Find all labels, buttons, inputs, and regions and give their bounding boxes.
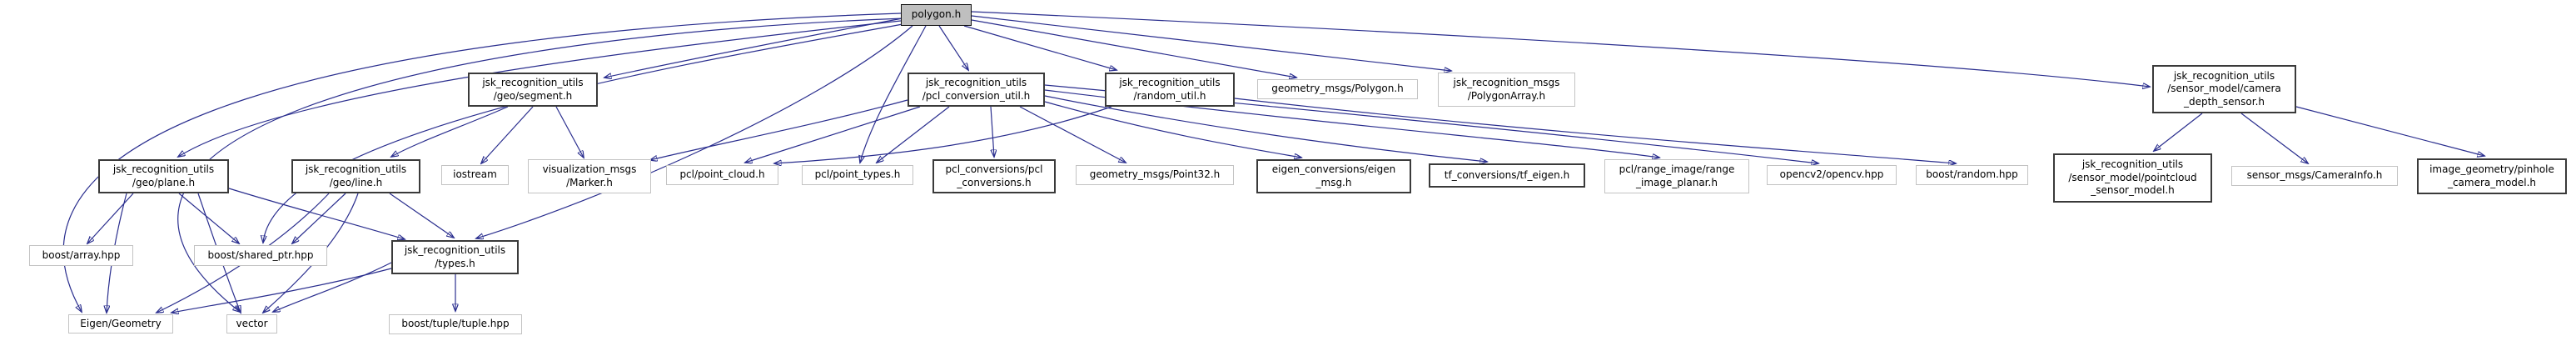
- edge-pcl-conversion-util-eigen-msg: [1044, 101, 1301, 158]
- edge-polygon-shared-ptr: [263, 23, 908, 243]
- node-label: jsk_recognition_utils /random_util.h: [1119, 77, 1221, 102]
- node-polygon-h: polygon.h: [901, 4, 972, 26]
- node-label: jsk_recognition_utils /sensor_model/poin…: [2068, 158, 2197, 197]
- edge-polygon-polygon-msg: [971, 19, 1296, 78]
- node-polygonarray-h: jsk_recognition_msgs /PolygonArray.h: [1438, 73, 1575, 107]
- node-label: geometry_msgs/Point32.h: [1089, 168, 1221, 181]
- edge-random-util-point-cloud: [774, 106, 1112, 163]
- edge-types-eigen-geometry: [172, 268, 392, 313]
- node-pcl-point-types-h: pcl/point_types.h: [802, 165, 913, 185]
- node-pinhole-camera-model-h[interactable]: image_geometry/pinhole _camera_model.h: [2417, 158, 2567, 194]
- node-label: jsk_recognition_msgs /PolygonArray.h: [1453, 77, 1560, 102]
- edge-pcl-conversion-util-point-cloud: [745, 106, 921, 163]
- node-boost-array-hpp: boost/array.hpp: [29, 245, 133, 266]
- node-geometry-msgs-polygon-h: geometry_msgs/Polygon.h: [1257, 79, 1418, 99]
- node-geometry-msgs-point32-h: geometry_msgs/Point32.h: [1076, 165, 1234, 185]
- node-label: tf_conversions/tf_eigen.h: [1444, 168, 1570, 181]
- edge-pcl-conversion-util-marker: [650, 99, 908, 160]
- node-camera-depth-sensor-h[interactable]: jsk_recognition_utils /sensor_model/came…: [2152, 65, 2296, 113]
- node-label: jsk_recognition_utils /pcl_conversion_ut…: [922, 77, 1031, 102]
- node-boost-tuple-hpp: boost/tuple/tuple.hpp: [389, 314, 522, 334]
- node-geo-line-h[interactable]: jsk_recognition_utils /geo/line.h: [291, 159, 420, 193]
- edge-types-vector: [273, 262, 392, 312]
- node-label: polygon.h: [911, 8, 962, 21]
- node-label: jsk_recognition_utils /types.h: [404, 244, 506, 269]
- node-vector: vector: [226, 314, 277, 333]
- node-label: pcl/point_types.h: [814, 168, 901, 181]
- edge-segment-iostream: [481, 106, 534, 163]
- node-pcl-conversions-h[interactable]: pcl_conversions/pcl _conversions.h: [932, 159, 1056, 193]
- node-label: iostream: [453, 168, 497, 181]
- node-random-util-h[interactable]: jsk_recognition_utils /random_util.h: [1105, 73, 1235, 107]
- node-tf-conversions-tf-eigen-h[interactable]: tf_conversions/tf_eigen.h: [1429, 163, 1585, 188]
- edge-polygon-pcl-conversion-util: [938, 25, 968, 70]
- edge-polygon-vector: [177, 18, 905, 312]
- edge-segment-line: [391, 106, 509, 157]
- edge-pcl-conversion-util-point32: [1019, 106, 1126, 163]
- edge-polygon-random-util: [963, 25, 1116, 70]
- edge-line-shared-ptr: [292, 193, 346, 243]
- edge-random-util-random-hpp: [1234, 98, 1956, 163]
- edge-polygon-types: [476, 25, 913, 238]
- node-label: pcl/point_cloud.h: [679, 168, 765, 181]
- node-label: boost/random.hpp: [1926, 168, 2018, 181]
- node-iostream: iostream: [441, 165, 509, 185]
- edge-line-types: [389, 193, 454, 238]
- node-types-h[interactable]: jsk_recognition_utils /types.h: [391, 240, 519, 274]
- node-label: sensor_msgs/CameraInfo.h: [2246, 169, 2383, 182]
- node-label: visualization_msgs /Marker.h: [542, 163, 637, 188]
- node-pcl-range-image-planar-h: pcl/range_image/range _image_planar.h: [1604, 159, 1749, 193]
- node-boost-random-hpp: boost/random.hpp: [1916, 165, 2028, 185]
- node-label: jsk_recognition_utils /geo/line.h: [305, 163, 407, 188]
- node-visualization-msgs-marker-h: visualization_msgs /Marker.h: [528, 159, 651, 193]
- node-label: boost/shared_ptr.hpp: [207, 248, 314, 261]
- node-label: jsk_recognition_utils /geo/segment.h: [482, 77, 584, 102]
- node-label: jsk_recognition_utils /sensor_model/came…: [2167, 69, 2281, 108]
- node-label: geometry_msgs/Polygon.h: [1271, 83, 1404, 95]
- edge-plane-shared-ptr: [178, 193, 239, 243]
- node-pcl-point-cloud-h: pcl/point_cloud.h: [666, 165, 778, 185]
- node-label: pcl_conversions/pcl _conversions.h: [945, 163, 1043, 188]
- node-eigen-geometry: Eigen/Geometry: [68, 314, 173, 333]
- node-sensor-msgs-camerainfo-h: sensor_msgs/CameraInfo.h: [2231, 166, 2398, 186]
- node-label: Eigen/Geometry: [80, 317, 162, 329]
- node-geo-plane-h[interactable]: jsk_recognition_utils /geo/plane.h: [98, 159, 229, 193]
- node-label: boost/tuple/tuple.hpp: [401, 318, 510, 330]
- edge-polygon-eigen-geometry: [62, 13, 902, 312]
- edge-camera-depth-pointcloud-sensor: [2154, 113, 2203, 151]
- node-label: eigen_conversions/eigen _msg.h: [1271, 163, 1396, 188]
- edge-camera-depth-pinhole: [2295, 106, 2484, 156]
- node-opencv2-opencv-hpp: opencv2/opencv.hpp: [1767, 165, 1897, 185]
- edge-polygon-polygonarray-msg: [971, 15, 1451, 71]
- node-pointcloud-sensor-model-h[interactable]: jsk_recognition_utils /sensor_model/poin…: [2053, 153, 2212, 203]
- node-label: vector: [236, 317, 268, 329]
- node-eigen-conversions-eigen-msg-h[interactable]: eigen_conversions/eigen _msg.h: [1256, 159, 1411, 193]
- node-label: image_geometry/pinhole _camera_model.h: [2429, 163, 2554, 188]
- edge-plane-array-hpp: [87, 193, 134, 243]
- node-label: pcl/range_image/range _image_planar.h: [1619, 163, 1735, 188]
- edge-camera-depth-camerainfo: [2240, 113, 2308, 163]
- node-boost-shared-ptr-hpp: boost/shared_ptr.hpp: [194, 245, 327, 266]
- node-label: jsk_recognition_utils /geo/plane.h: [112, 163, 215, 188]
- edge-polygon-point-types: [860, 25, 927, 163]
- node-label: opencv2/opencv.hpp: [1779, 168, 1884, 181]
- node-label: boost/array.hpp: [42, 248, 121, 261]
- edge-pcl-conversion-util-pcl-conversions: [991, 106, 994, 157]
- node-geo-segment-h[interactable]: jsk_recognition_utils /geo/segment.h: [468, 73, 598, 107]
- edge-line-eigen-geometry: [157, 193, 330, 313]
- edge-plane-types: [228, 188, 405, 239]
- edge-pcl-conversion-util-tf-eigen: [1044, 95, 1487, 162]
- edge-segment-marker: [555, 106, 584, 158]
- edge-polygon-segment: [604, 18, 903, 78]
- edge-polygon-camera-depth: [971, 11, 2150, 87]
- node-pcl-conversion-util-h[interactable]: jsk_recognition_utils /pcl_conversion_ut…: [908, 73, 1045, 107]
